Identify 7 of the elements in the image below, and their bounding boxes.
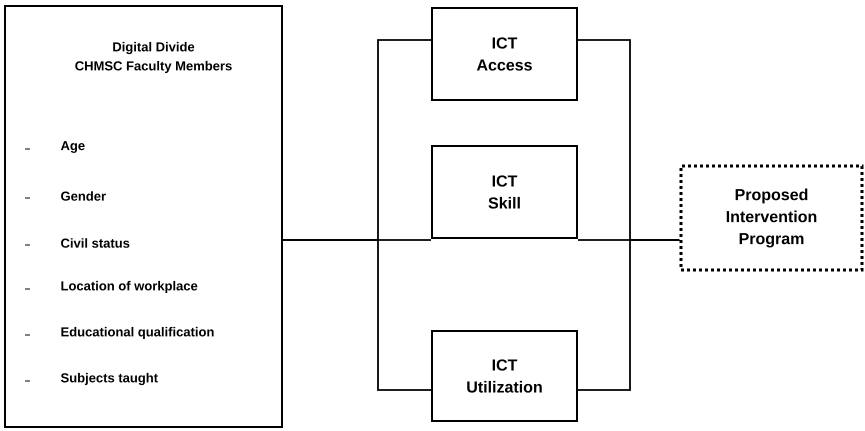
concept-box: ICT Utilization — [431, 330, 578, 422]
dotted-box: Proposed Intervention Program — [680, 164, 864, 272]
concept-box: ICT Skill — [431, 145, 578, 239]
connector-line — [283, 239, 431, 391]
list-box: Digital Divide CHMSC Faculty Members Age Gender Civil status Location of workplace Educational qualification Subjects taught — [4, 5, 283, 428]
connector-line — [578, 239, 680, 391]
concept-box: ICT Access — [431, 7, 578, 101]
